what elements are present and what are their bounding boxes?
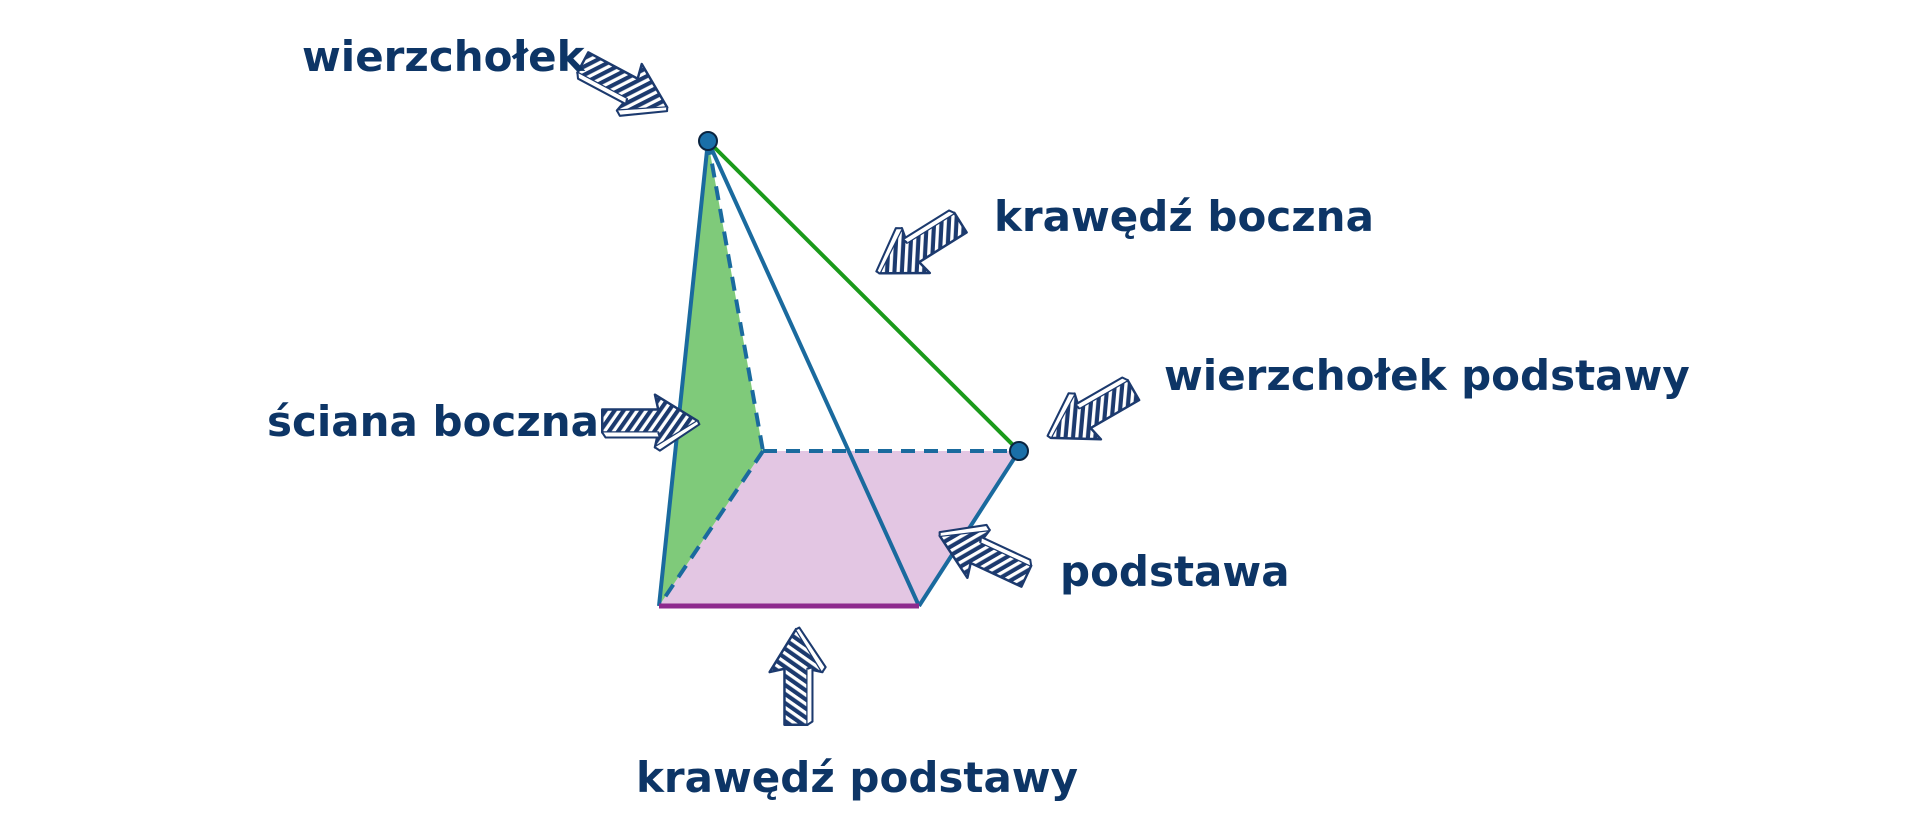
pyramid-base — [659, 451, 1019, 606]
hatched-arrow-icon — [1033, 363, 1148, 463]
label-apex: wierzchołek — [302, 32, 585, 81]
hatched-arrow-icon — [768, 626, 827, 727]
apex-dot-icon — [698, 131, 718, 151]
label-base-edge: krawędź podstawy — [636, 753, 1078, 802]
lateral-edge-highlight — [706, 139, 1021, 453]
label-base: podstawa — [1060, 547, 1290, 596]
hidden-edge-base-left — [657, 449, 765, 608]
edge-apex-front-right — [706, 140, 921, 607]
label-lateral-edge: krawędź boczna — [994, 192, 1374, 241]
hatched-arrow-icon — [567, 38, 683, 136]
hatched-arrow-icon — [861, 196, 976, 298]
base-vertex-dot-icon — [1009, 441, 1029, 461]
label-lateral-face: ściana boczna — [267, 397, 600, 446]
label-base-vertex: wierzchołek podstawy — [1164, 351, 1690, 400]
edge-apex-front-left — [657, 140, 710, 607]
hidden-edge-apex-back — [706, 140, 765, 452]
